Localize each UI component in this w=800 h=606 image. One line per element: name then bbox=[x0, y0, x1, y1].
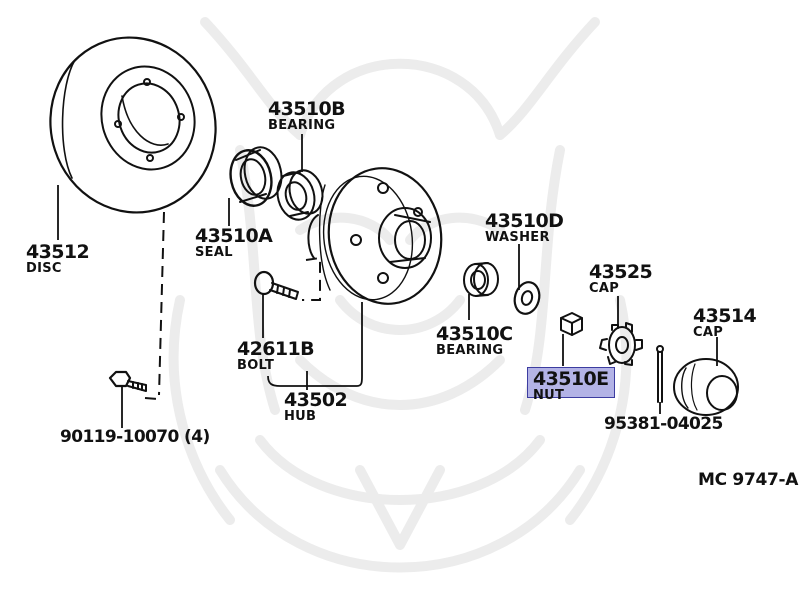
drawing-code: MC 9747-A bbox=[698, 470, 799, 490]
grease-cap-drawing bbox=[673, 358, 739, 416]
seal-drawing bbox=[229, 146, 283, 207]
part-number: 43514 bbox=[693, 305, 757, 327]
part-name: NUT bbox=[533, 388, 565, 403]
part-name: BOLT bbox=[237, 358, 275, 373]
part-number: 42611B bbox=[237, 338, 315, 360]
label-cotter-pin[interactable]: 95381-04025 bbox=[604, 416, 723, 433]
label-hub[interactable]: 43502 HUB bbox=[284, 389, 348, 424]
part-name: BEARING bbox=[268, 118, 336, 133]
label-disc[interactable]: 43512 DISC bbox=[26, 241, 90, 276]
part-number: 90119-10070 (4) bbox=[60, 427, 210, 447]
label-disc-bolt[interactable]: 90119-10070 (4) bbox=[60, 429, 210, 446]
label-bearing-outer[interactable]: 43510B BEARING bbox=[268, 98, 346, 133]
part-name: HUB bbox=[284, 409, 317, 424]
hub-bolt-guide bbox=[302, 256, 321, 301]
part-number: 43510A bbox=[195, 225, 273, 247]
inner-bearing-drawing bbox=[463, 262, 499, 297]
outer-bearing-drawing bbox=[276, 169, 324, 221]
part-name: WASHER bbox=[485, 230, 550, 245]
part-name: CAP bbox=[693, 325, 724, 340]
label-seal[interactable]: 43510A SEAL bbox=[195, 225, 273, 260]
samurai-watermark-icon bbox=[168, 17, 632, 573]
disc-bolt-drawing bbox=[108, 370, 147, 392]
part-name: SEAL bbox=[195, 245, 233, 260]
disc-drawing bbox=[49, 36, 217, 214]
part-number: 43502 bbox=[284, 389, 348, 411]
part-number: 43510E bbox=[533, 368, 609, 390]
part-number: 43525 bbox=[589, 261, 653, 283]
part-number: 43510C bbox=[436, 323, 513, 345]
part-name: DISC bbox=[26, 261, 62, 276]
part-number: 95381-04025 bbox=[604, 414, 723, 434]
part-name: BEARING bbox=[436, 343, 504, 358]
part-name: CAP bbox=[589, 281, 620, 296]
part-number: 43510D bbox=[485, 210, 564, 232]
disc-bolt-guide bbox=[144, 211, 165, 400]
hub-bolt-drawing bbox=[253, 270, 299, 300]
cotter-pin-drawing bbox=[656, 345, 664, 403]
washer-drawing bbox=[513, 281, 541, 315]
label-lock-cap[interactable]: 43525 CAP bbox=[589, 261, 653, 296]
nut-highlight-box[interactable] bbox=[527, 367, 615, 398]
part-number: 43510B bbox=[268, 98, 346, 120]
hub-drawing bbox=[307, 167, 443, 305]
part-number: 43512 bbox=[26, 241, 90, 263]
nut-drawing bbox=[560, 312, 583, 336]
label-bolt[interactable]: 42611B BOLT bbox=[237, 338, 315, 373]
label-bearing-inner[interactable]: 43510C BEARING bbox=[436, 323, 513, 358]
label-grease-cap[interactable]: 43514 CAP bbox=[693, 305, 757, 340]
lock-cap-drawing bbox=[599, 322, 643, 366]
leader-hub bbox=[267, 302, 363, 390]
label-nut[interactable]: 43510E NUT bbox=[533, 368, 609, 403]
label-washer[interactable]: 43510D WASHER bbox=[485, 210, 564, 245]
